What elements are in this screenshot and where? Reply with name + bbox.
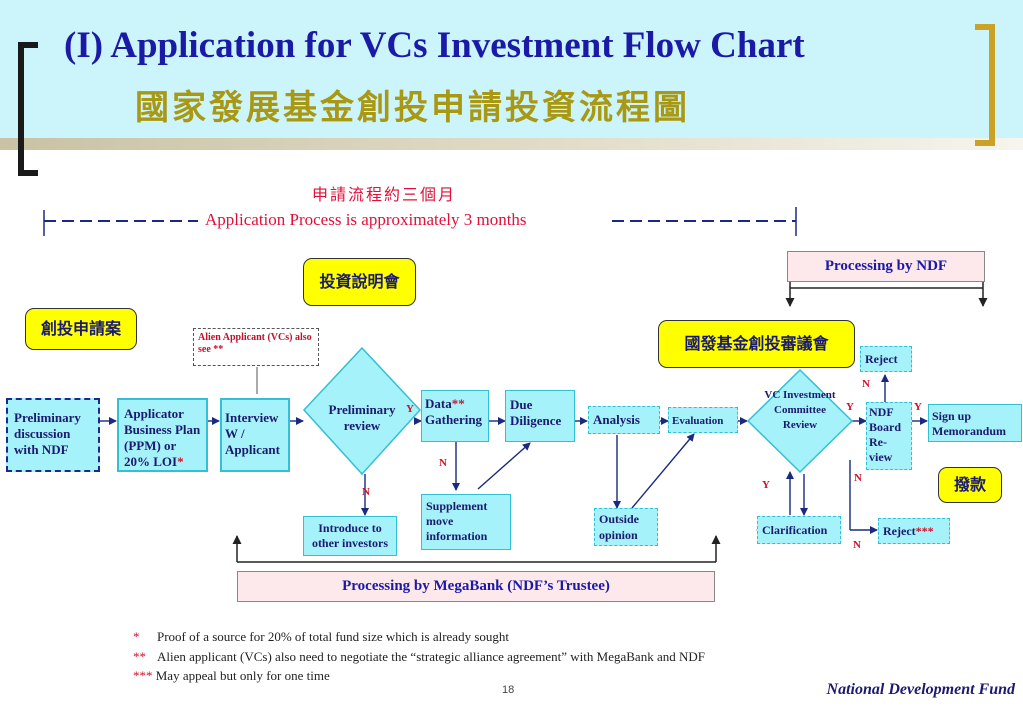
page-title-chinese: 國家發展基金創投申請投資流程圖 (135, 88, 690, 128)
footnote-3: *** May appeal but only for one time (133, 668, 330, 683)
reject-top-box: Reject (860, 346, 912, 372)
applicator-box: Applicator Business Plan (PPM) or 20% LO… (117, 398, 208, 472)
due-diligence-box: Due Diligence (505, 390, 575, 442)
data-gathering-box: Data** Gathering (421, 390, 489, 442)
footnote-2: **Alien applicant (VCs) also need to neg… (133, 649, 705, 664)
preliminary-discussion-box: Preliminary discussion with NDF (6, 398, 100, 472)
introduce-investors-box: Introduce to other investors (303, 516, 397, 556)
vc-committee-diamond (746, 368, 854, 474)
preliminary-review-diamond (302, 346, 422, 476)
no-label: N (439, 457, 447, 469)
no-label: N (854, 472, 862, 484)
yes-label: Y (762, 479, 770, 491)
analysis-box: Analysis (588, 406, 660, 434)
vc-committee-label: VC Investment Committee Review (764, 389, 836, 431)
sign-up-memorandum-box: Sign up Memorandum (928, 404, 1022, 442)
alien-applicant-note: Alien Applicant (VCs) also see ** (193, 328, 319, 366)
reject-bottom-box: Reject*** (878, 518, 950, 544)
right-bracket (975, 24, 995, 146)
duration-chinese: 申請流程約三個月 (312, 185, 457, 204)
page-number: 18 (502, 684, 515, 696)
page-title: (I) Application for VCs Investment Flow … (64, 25, 805, 66)
evaluation-box: Evaluation (668, 407, 738, 433)
processing-ndf-box: Processing by NDF (787, 251, 985, 282)
header-stripe (0, 138, 1023, 150)
footnote-1: *Proof of a source for 20% of total fund… (133, 629, 509, 644)
no-label: N (853, 539, 861, 551)
tag-briefing: 投資說明會 (303, 258, 416, 306)
yes-label: Y (846, 401, 854, 413)
processing-megabank-box: Processing by MegaBank (NDF’s Trustee) (237, 571, 715, 602)
yes-label: Y (406, 403, 414, 415)
tag-committee: 國發基金創投審議會 (658, 320, 855, 368)
ndf-board-review-box: NDF Board Re-view (866, 402, 912, 470)
no-label: N (362, 486, 370, 498)
yes-label: Y (914, 401, 922, 413)
footer-brand: National Development Fund (826, 681, 1015, 698)
outside-opinion-box: Outside opinion (594, 508, 658, 546)
preliminary-review-label: Preliminary review (328, 402, 396, 433)
supplement-info-box: Supplement move information (421, 494, 511, 550)
left-bracket (18, 42, 38, 176)
header-band (0, 0, 1023, 142)
interview-box: Interview W / Applicant (220, 398, 290, 472)
clarification-box: Clarification (757, 516, 841, 544)
duration-english: Application Process is approximately 3 m… (205, 210, 527, 229)
no-label: N (862, 378, 870, 390)
tag-apply: 創投申請案 (25, 308, 137, 350)
tag-payout: 撥款 (938, 467, 1002, 503)
